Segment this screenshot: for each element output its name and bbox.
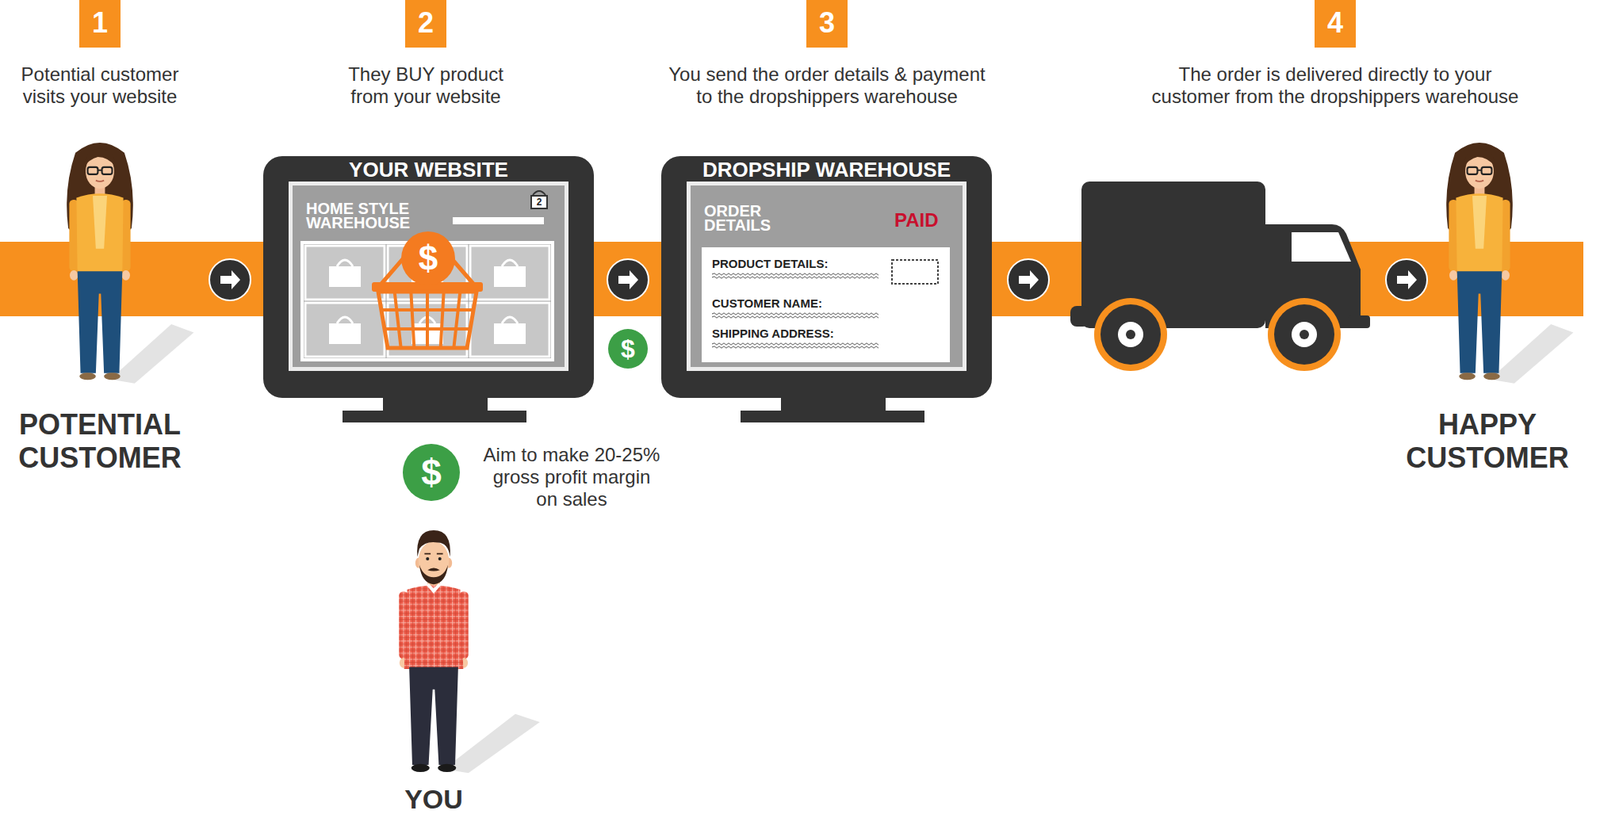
delivery-truck [1117,321,1144,348]
icon-circle [608,329,648,369]
step-caption: Potential customer visits your website [0,63,200,108]
form-field: CUSTOMER NAME: [711,296,823,311]
form-lines [711,273,879,276]
customer-figure [1446,142,1574,384]
step-number-text: 4 [1314,6,1356,40]
monitor-stand [780,397,886,412]
profit-note: Aim to make 20-25% gross profit margin o… [482,444,662,511]
person-label: HAPPY CUSTOMER [1396,408,1579,475]
monitor-title: YOUR WEBSITE [263,157,594,182]
form-field: SHIPPING ADDRESS: [711,326,835,341]
step-number-text: 2 [405,6,447,40]
person-label: YOU [386,784,482,814]
delivery-truck [1267,298,1341,372]
product-grid [329,323,361,345]
monitor-stand [740,410,925,423]
flow-arrow [1385,259,1428,301]
customer-figure [66,142,194,384]
delivery-truck [1291,232,1352,262]
currency-sign: $ [400,238,456,279]
form-field: PRODUCT DETAILS: [711,256,828,272]
monitor: YOUR WEBSITE HOME STYLE WAREHOUSE 2 $ [263,156,594,399]
icon-circle [401,231,456,286]
delivery-truck [1347,315,1371,329]
cart-count: 2 [532,196,547,208]
step-caption: They BUY product from your website [330,63,521,108]
product-grid [329,266,361,288]
step-number-text: 3 [806,6,848,40]
person-label: POTENTIAL CUSTOMER [8,408,192,475]
product-grid [493,323,526,345]
product-grid [336,317,353,324]
product-grid [501,317,518,324]
screen: ORDER DETAILS PAID PRODUCT DETAILS: CUSTOME… [686,181,967,372]
form-lines [891,260,938,284]
product-grid [336,260,353,267]
order-form: PRODUCT DETAILS: CUSTOMER NAME: SHIPPING A… [701,247,950,363]
seller-figure [398,530,540,774]
product-grid [470,245,550,300]
step-number-text: 1 [79,6,121,40]
product-grid [381,291,474,349]
form-lines [711,313,879,315]
step-number: 3 [806,0,848,48]
paid-stamp: PAID [894,209,939,232]
delivery-truck [1094,298,1168,372]
form-lines [711,346,879,349]
delivery-truck [1070,306,1090,327]
flow-arrow [607,259,649,301]
cart-badge: 2 [530,195,548,210]
product-grid [452,217,544,225]
icon-circle [402,444,460,502]
currency-sign: $ [401,451,461,494]
product-grid [470,302,550,357]
screen-heading: ORDER DETAILS [704,203,784,233]
delivery-truck [1125,329,1136,340]
form-lines [711,276,879,279]
profit-icon: $ [401,443,461,502]
price-icon: $ [400,230,456,287]
monitor-stand [342,397,925,423]
step-number: 2 [405,0,447,48]
delivery-truck [1299,329,1310,340]
step-number: 4 [1314,0,1356,48]
currency-sign: $ [607,333,649,364]
product-grid [501,260,518,267]
delivery-truck [1291,321,1317,348]
product-grid [305,302,385,357]
monitor-title: DROPSHIP WAREHOUSE [661,157,992,182]
monitor-stand [342,410,527,423]
form-lines [711,343,879,345]
step-caption: You send the order details & payment to … [662,63,992,108]
step-number: 1 [79,0,121,48]
monitor: DROPSHIP WAREHOUSE ORDER DETAILS PAID PRODU… [661,156,992,399]
flow-arrow [209,259,251,301]
delivery-truck [1070,181,1371,372]
step-caption: The order is delivered directly to your … [1144,63,1526,108]
flow-arrow [1007,259,1049,301]
product-grid [493,266,526,288]
monitor-stand [382,397,488,412]
delivery-truck [1100,304,1161,365]
screen: HOME STYLE WAREHOUSE 2 $ [288,181,569,372]
product-grid [378,291,477,349]
store-name: HOME STYLE WAREHOUSE [306,201,425,230]
product-grid [305,245,385,300]
delivery-truck [1274,304,1335,365]
payment-icon: $ [607,328,649,370]
form-lines [711,316,879,318]
